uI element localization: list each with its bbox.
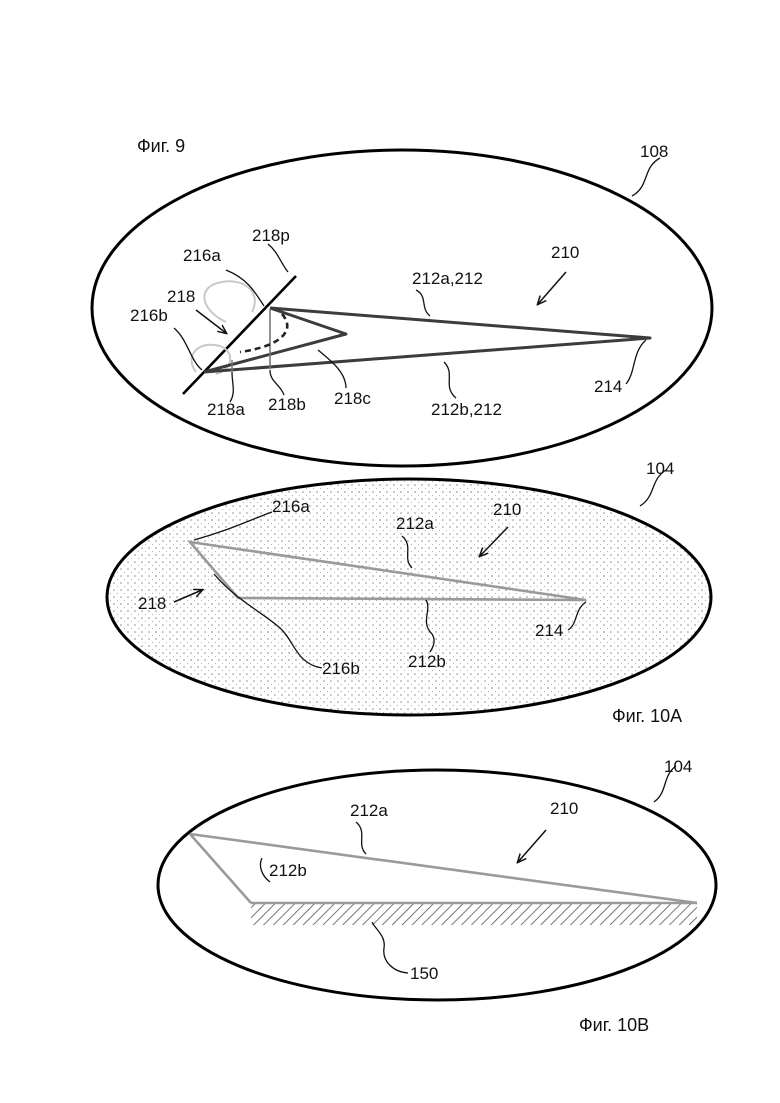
ref-label-218c: 218c <box>334 389 371 408</box>
ref-label-214-10a: 214 <box>535 621 563 640</box>
ref-label-216a-10a: 216a <box>272 497 310 516</box>
leader-line-214 <box>626 340 646 384</box>
leader-line-216a <box>226 270 264 306</box>
ref-label-218a: 218a <box>207 400 245 419</box>
leader-line-212b <box>444 362 456 398</box>
ref-label-210: 210 <box>551 243 579 262</box>
leader-line-150 <box>372 922 408 973</box>
leader-line-218b <box>270 370 284 395</box>
ref-label-212b-10b: 212b <box>269 861 307 880</box>
edge-212a-212b <box>204 308 650 372</box>
arrow-218 <box>196 310 226 333</box>
ref-label-212a-10a: 212a <box>396 514 434 533</box>
leader-line-212a-10b <box>356 822 366 854</box>
leader-line-218c <box>318 350 346 388</box>
ref-label-212a-10b: 212a <box>350 801 388 820</box>
figure-10b: 104 212a 210 212b 150 Фиг. 10В <box>158 757 716 1035</box>
leader-line-108 <box>632 158 660 196</box>
ref-label-216a: 216a <box>183 246 221 265</box>
ref-label-212a-212: 212a,212 <box>412 269 483 288</box>
ref-label-218b: 218b <box>268 395 306 414</box>
leader-line-218a <box>230 372 233 402</box>
ref-label-212b-212: 212b,212 <box>431 400 502 419</box>
edge-212a-10b <box>190 834 697 903</box>
ref-label-214: 214 <box>594 377 622 396</box>
ref-label-216b-10a: 216b <box>322 659 360 678</box>
ref-label-218p: 218p <box>252 226 290 245</box>
figure-10a-title: Фиг. 10А <box>612 706 682 726</box>
plane-line-218p <box>183 276 296 394</box>
leader-line-212a <box>416 290 430 316</box>
edge-left-10b <box>190 834 251 903</box>
ref-label-210-10b: 210 <box>550 799 578 818</box>
ref-label-104-a: 104 <box>646 459 674 478</box>
ref-label-104-b: 104 <box>664 757 692 776</box>
figure-9: Фиг. 9 108 218p 216a 218 216b 210 212a,2… <box>92 136 712 466</box>
surface-outline-108 <box>92 150 712 466</box>
figure-10b-title: Фиг. 10В <box>579 1015 649 1035</box>
figure-9-title: Фиг. 9 <box>137 136 185 156</box>
dashed-contour-218b <box>240 314 287 352</box>
ref-label-212b-10a: 212b <box>408 652 446 671</box>
surface-swirl-upper <box>204 281 254 322</box>
hatched-base-150 <box>251 903 697 925</box>
arrow-210 <box>538 272 566 304</box>
arrow-210-10b <box>518 830 546 862</box>
leader-line-218p <box>268 244 288 272</box>
ref-label-218: 218 <box>167 287 195 306</box>
ref-label-108: 108 <box>640 142 668 161</box>
ref-label-216b: 216b <box>130 306 168 325</box>
figure-10a: 104 216a 212a 210 218 214 216b 212b Фиг.… <box>107 459 711 726</box>
ref-label-218-10a: 218 <box>138 594 166 613</box>
ref-label-150: 150 <box>410 964 438 983</box>
ref-label-210-10a: 210 <box>493 500 521 519</box>
